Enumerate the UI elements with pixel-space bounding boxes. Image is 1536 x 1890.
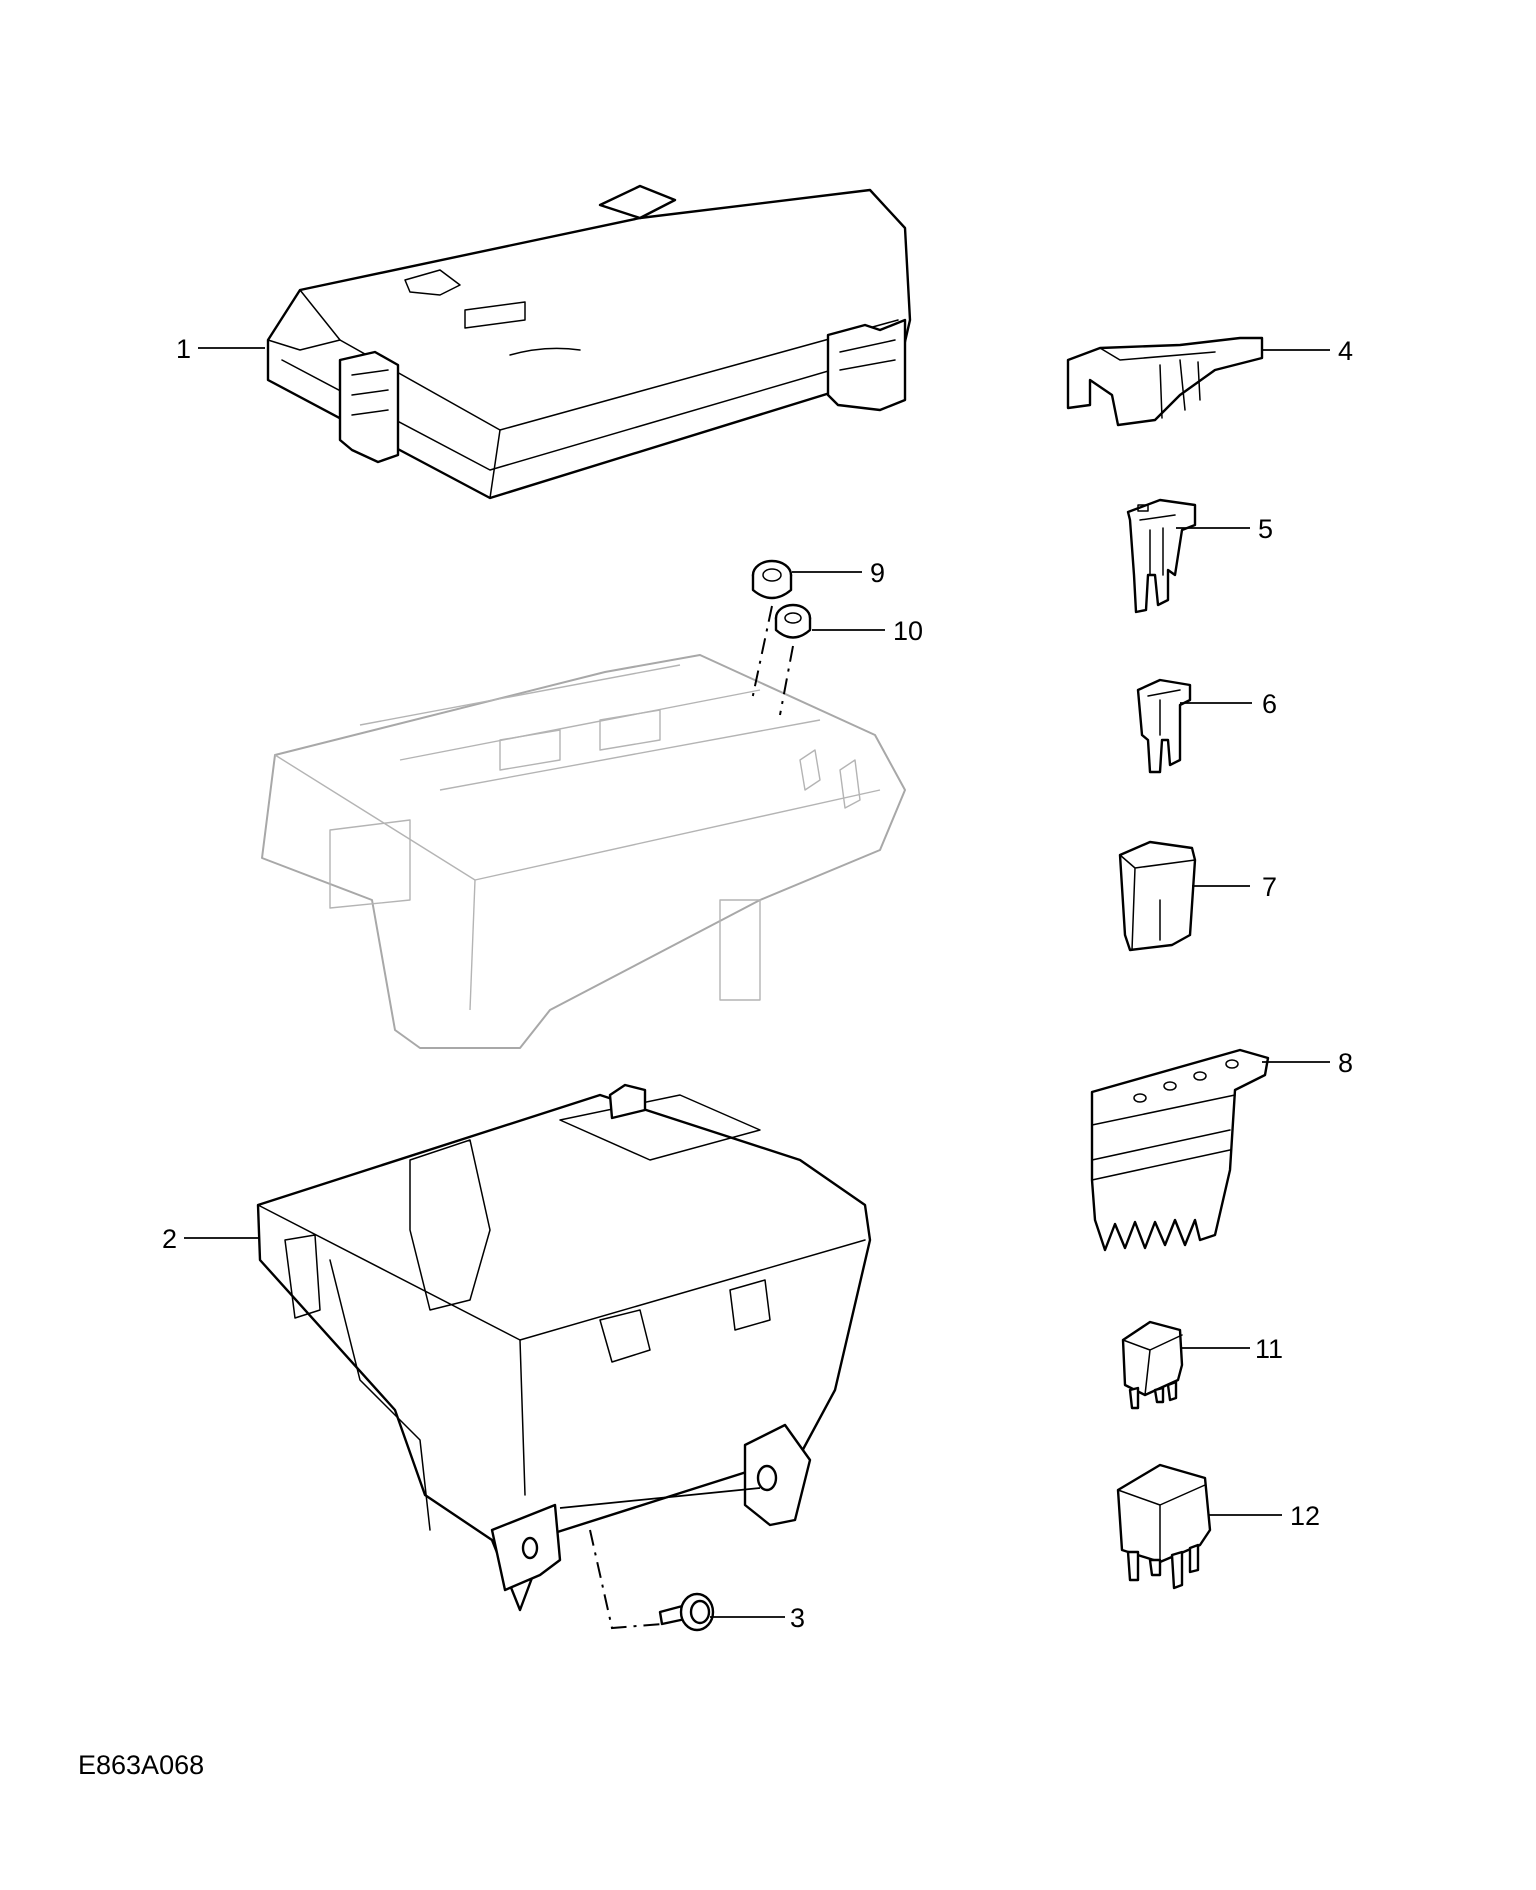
part-10-nut xyxy=(774,603,812,639)
leader-lines xyxy=(184,347,1330,1618)
callout-9: 9 xyxy=(870,558,886,588)
part-9-nut xyxy=(751,559,793,600)
part-4-clip xyxy=(1066,336,1264,427)
callout-10: 10 xyxy=(893,616,924,646)
figure-reference: E863A068 xyxy=(78,1750,205,1780)
callout-8: 8 xyxy=(1338,1048,1354,1078)
part-3-bolt xyxy=(658,1592,715,1632)
part-11-relay xyxy=(1121,1320,1184,1410)
part-12-relay xyxy=(1116,1463,1212,1590)
callout-12: 12 xyxy=(1290,1501,1321,1531)
part-6-fuse xyxy=(1136,678,1192,774)
callout-11: 11 xyxy=(1255,1334,1284,1364)
callout-3: 3 xyxy=(790,1603,806,1633)
part-2-housing xyxy=(256,1083,872,1612)
fuse-box-body-ghost xyxy=(261,654,906,1049)
callout-1: 1 xyxy=(176,334,192,364)
callout-7: 7 xyxy=(1262,872,1278,902)
part-1-cover xyxy=(266,184,912,500)
callout-2: 2 xyxy=(162,1224,178,1254)
callout-6: 6 xyxy=(1262,689,1278,719)
part-5-fuse xyxy=(1126,498,1197,614)
callout-5: 5 xyxy=(1258,514,1274,544)
part-7-fuse xyxy=(1118,840,1197,952)
callout-4: 4 xyxy=(1338,336,1354,366)
part-8-fuse-link xyxy=(1090,1048,1270,1252)
